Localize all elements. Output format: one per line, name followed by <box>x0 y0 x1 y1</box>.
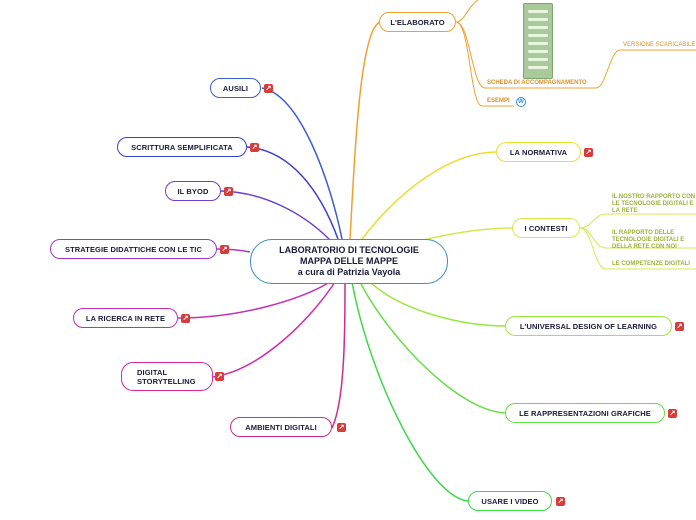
node-label: USARE I VIDEO <box>481 496 539 506</box>
node-label: LA NORMATIVA <box>509 147 568 157</box>
link-icon[interactable]: ↗ <box>264 84 273 93</box>
node-label: L'ELABORATO <box>390 17 445 27</box>
leaf-versione-scaricabile[interactable]: VERSIONE SCARICABILE <box>623 42 696 48</box>
central-author: a cura di Patrizia Vayola <box>297 267 401 277</box>
leaf-rapporto-delle-tecnologie[interactable]: IL RAPPORTO DELLE TECNOLOGIE DIGITALI E … <box>612 230 685 250</box>
node-contesti[interactable]: I CONTESTI <box>512 218 580 238</box>
leaf-competenze-digitali[interactable]: LE COMPETENZE DIGITALI <box>612 261 690 267</box>
leaf-nostro-rapporto[interactable]: IL NOSTRO RAPPORTO CON LE TECNOLOGIE DIG… <box>612 194 696 214</box>
node-label: AMBIENTI DIGITALI <box>245 422 317 432</box>
node-rappresentazioni-grafiche[interactable]: LE RAPPRESENTAZIONI GRAFICHE <box>505 403 665 423</box>
node-normativa[interactable]: LA NORMATIVA <box>496 142 581 162</box>
node-label: AUSILI <box>222 83 249 93</box>
node-label: LE RAPPRESENTAZIONI GRAFICHE <box>519 408 651 418</box>
leaf-scheda-accompagnamento[interactable]: SCHEDA DI ACCOMPAGNAMENTO <box>487 80 587 86</box>
document-thumbnail[interactable] <box>523 3 553 79</box>
node-label: STRATEGIE DIDATTICHE CON LE TIC <box>65 244 202 254</box>
link-icon[interactable]: ↗ <box>556 497 565 506</box>
central-topic[interactable]: LABORATORIO DI TECNOLOGIE MAPPA DELLE MA… <box>250 239 448 284</box>
node-ambienti-digitali[interactable]: AMBIENTI DIGITALI <box>230 417 332 437</box>
node-ricerca-in-rete[interactable]: LA RICERCA IN RETE <box>73 308 178 328</box>
node-usare-i-video[interactable]: USARE I VIDEO <box>468 491 552 511</box>
link-icon[interactable]: ↗ <box>668 409 677 418</box>
node-digital-storytelling[interactable]: DIGITAL STORYTELLING <box>121 362 213 391</box>
link-icon[interactable]: ↗ <box>181 314 190 323</box>
node-label: DIGITAL STORYTELLING <box>137 367 196 386</box>
node-label: LA RICERCA IN RETE <box>85 313 166 323</box>
node-label: SCRITTURA SEMPLIFICATA <box>131 142 233 152</box>
leaf-esempi[interactable]: ESEMPI <box>487 98 510 104</box>
node-elaborato[interactable]: L'ELABORATO <box>379 12 456 32</box>
link-icon[interactable]: ↗ <box>337 423 346 432</box>
link-icon[interactable]: ↗ <box>220 245 229 254</box>
link-icon[interactable]: ↗ <box>215 372 224 381</box>
node-scrittura-semplificata[interactable]: SCRITTURA SEMPLIFICATA <box>117 137 247 157</box>
node-label: IL BYOD <box>177 186 209 196</box>
node-il-byod[interactable]: IL BYOD <box>165 181 221 201</box>
link-icon[interactable]: ↗ <box>224 187 233 196</box>
node-ausili[interactable]: AUSILI <box>210 78 261 98</box>
central-title: LABORATORIO DI TECNOLOGIE <box>279 245 419 255</box>
node-universal-design[interactable]: L'UNIVERSAL DESIGN OF LEARNING <box>505 316 672 336</box>
central-subtitle: MAPPA DELLE MAPPE <box>299 256 398 266</box>
wordpress-icon[interactable]: W <box>516 97 526 107</box>
node-label: L'UNIVERSAL DESIGN OF LEARNING <box>519 321 658 331</box>
node-label: I CONTESTI <box>524 223 568 233</box>
node-strategie-didattiche[interactable]: STRATEGIE DIDATTICHE CON LE TIC <box>50 239 217 259</box>
link-icon[interactable]: ↗ <box>675 322 684 331</box>
link-icon[interactable]: ↗ <box>250 143 259 152</box>
link-icon[interactable]: ↗ <box>584 148 593 157</box>
